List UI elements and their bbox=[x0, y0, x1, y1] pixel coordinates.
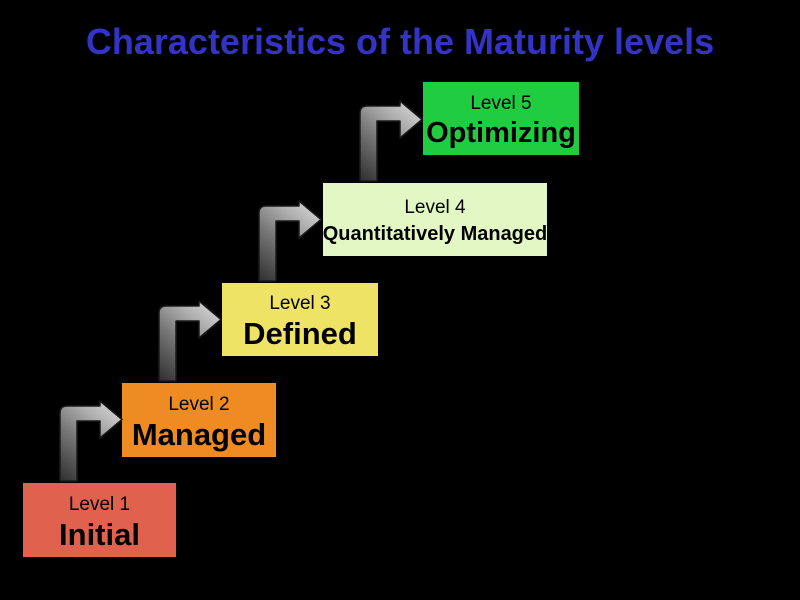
arrow-level-2-to-3-icon bbox=[158, 300, 222, 382]
level-3-name: Defined bbox=[243, 316, 357, 351]
level-1-box: Level 1 Initial bbox=[21, 481, 178, 559]
arrow-level-1-to-2-icon bbox=[59, 400, 123, 482]
level-1-label: Level 1 bbox=[68, 493, 131, 515]
level-2-label: Level 2 bbox=[168, 393, 230, 415]
level-3-label: Level 3 bbox=[269, 293, 331, 314]
level-5-name: Optimizing bbox=[426, 117, 576, 149]
level-5-box: Level 5 Optimizing bbox=[421, 80, 581, 157]
level-3-box: Level 3 Defined bbox=[220, 281, 380, 358]
level-4-box: Level 4 Quantitatively Managed bbox=[321, 181, 549, 258]
level-2-box: Level 2 Managed bbox=[120, 381, 278, 459]
page-title: Characteristics of the Maturity levels bbox=[85, 21, 715, 62]
level-4-name: Quantitatively Managed bbox=[322, 223, 548, 245]
level-5-label: Level 5 bbox=[470, 93, 532, 114]
arrow-level-4-to-5-icon bbox=[359, 100, 423, 182]
level-2-name: Managed bbox=[131, 416, 267, 452]
arrow-level-3-to-4-icon bbox=[258, 200, 322, 282]
level-1-name: Initial bbox=[59, 516, 140, 552]
level-4-label: Level 4 bbox=[404, 197, 466, 218]
